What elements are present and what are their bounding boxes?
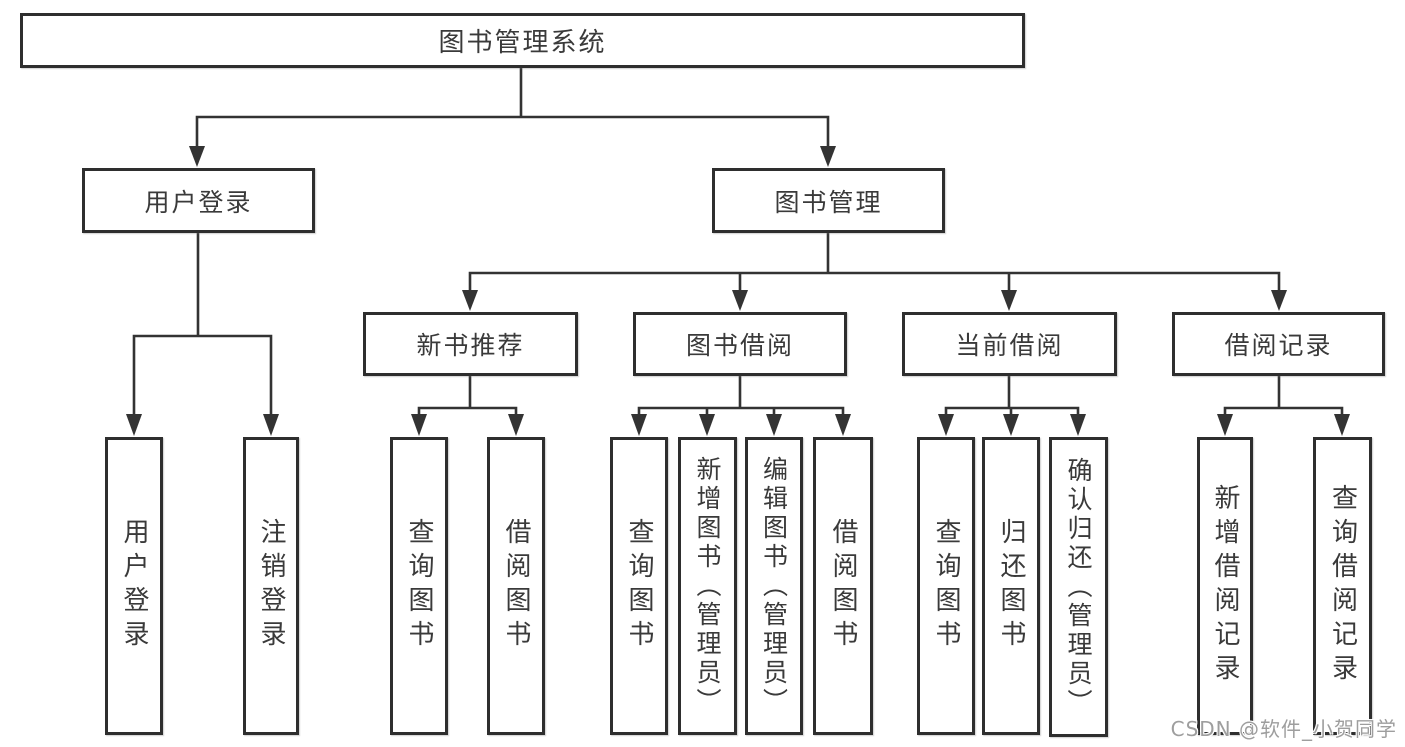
node-new-book-recommend: 新书推荐 [363, 312, 578, 376]
node-new-book-recommend-label: 新书推荐 [416, 331, 525, 360]
connector-current-borrow-to-leaves [944, 374, 1080, 419]
connector-new-book-rec-to-leaves [417, 374, 518, 419]
leaf-query-books-recommend: 查询图书 [390, 437, 448, 735]
leaf-query-books-borrow: 查询图书 [610, 437, 668, 735]
node-user-login: 用户登录 [82, 168, 315, 233]
node-user-login-label: 用户登录 [144, 187, 253, 217]
watermark-text: CSDN @软件_小贺同学 [1170, 717, 1397, 741]
leaf-confirm-return-admin-label: 确认归还（管理员） [1064, 456, 1093, 718]
node-book-management: 图书管理 [712, 168, 945, 233]
leaf-add-borrow-record: 新增借阅记录 [1197, 437, 1253, 735]
node-borrow-records: 借阅记录 [1172, 312, 1385, 376]
arrowheads [126, 146, 1350, 436]
leaf-confirm-return-admin: 确认归还（管理员） [1049, 437, 1108, 737]
leaf-return-books: 归还图书 [982, 437, 1040, 735]
leaf-borrow-books: 借阅图书 [813, 437, 873, 735]
connector-book-borrow-to-leaves [637, 374, 845, 419]
leaf-query-borrow-record-label: 查询借阅记录 [1327, 484, 1358, 688]
node-book-management-label: 图书管理 [774, 187, 883, 217]
leaf-query-books-current: 查询图书 [917, 437, 975, 735]
leaf-user-login: 用户登录 [105, 437, 163, 735]
connector-book-mgmt-to-level3 [468, 231, 1281, 295]
node-book-borrow-label: 图书借阅 [685, 331, 794, 360]
leaf-borrow-books-recommend-label: 借阅图书 [501, 518, 531, 654]
connector-root-to-level2 [195, 66, 830, 150]
leaf-add-books-admin: 新增图书（管理员） [678, 437, 737, 735]
leaf-query-books-recommend-label: 查询图书 [404, 518, 434, 654]
leaf-edit-books-admin-label: 编辑图书（管理员） [759, 455, 789, 717]
leaf-borrow-books-label: 借阅图书 [828, 518, 858, 654]
node-book-borrow: 图书借阅 [633, 312, 847, 376]
node-root: 图书管理系统 [20, 13, 1025, 68]
leaf-logout-label: 注销登录 [256, 518, 286, 654]
leaf-edit-books-admin: 编辑图书（管理员） [745, 437, 803, 735]
leaf-borrow-books-recommend: 借阅图书 [487, 437, 545, 735]
leaf-return-books-label: 归还图书 [996, 518, 1026, 654]
leaf-add-borrow-record-label: 新增借阅记录 [1210, 484, 1240, 688]
connector-borrow-record-to-leaves [1223, 374, 1344, 419]
node-current-borrow-label: 当前借阅 [955, 331, 1064, 360]
leaf-user-login-label: 用户登录 [119, 518, 149, 654]
connector-user-login-to-leaves [132, 231, 273, 419]
leaf-logout: 注销登录 [243, 437, 299, 735]
node-root-label: 图书管理系统 [438, 28, 607, 58]
node-borrow-records-label: 借阅记录 [1224, 331, 1333, 360]
leaf-query-borrow-record: 查询借阅记录 [1313, 437, 1372, 735]
node-current-borrow: 当前借阅 [902, 312, 1117, 376]
leaf-add-books-admin-label: 新增图书（管理员） [693, 455, 722, 717]
leaf-query-books-current-label: 查询图书 [931, 518, 961, 654]
leaf-query-books-borrow-label: 查询图书 [624, 518, 654, 654]
